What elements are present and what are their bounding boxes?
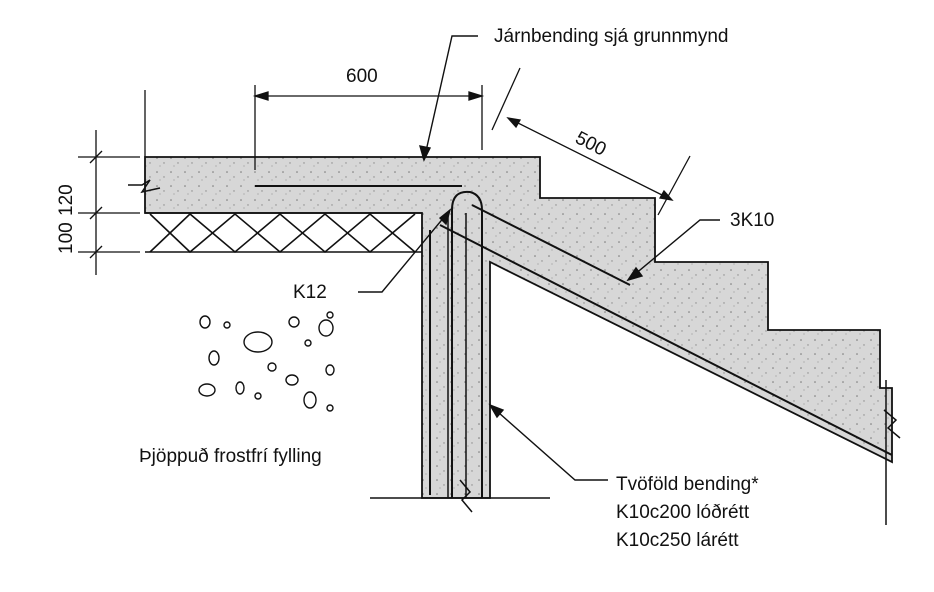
dim-500-label: 500 xyxy=(572,128,610,161)
label-fill: Þjöppuð frostfrí fylling xyxy=(139,446,322,467)
label-3k10: 3K10 xyxy=(730,210,774,231)
label-double-2: K10c200 lóðrétt xyxy=(616,502,750,523)
k12-bar xyxy=(451,190,483,498)
break-symbols xyxy=(128,179,901,525)
rebar xyxy=(255,185,893,498)
dimension-500 xyxy=(491,67,691,216)
concrete-section xyxy=(144,156,893,499)
dimension-vertical xyxy=(78,130,140,275)
gravel-symbols xyxy=(198,311,335,412)
dimension-600 xyxy=(144,85,485,170)
leader-double xyxy=(488,403,608,481)
leader-k12 xyxy=(358,208,452,293)
label-double-1: Tvöföld bending* xyxy=(616,474,759,495)
slab-insulation xyxy=(145,212,422,254)
stair-rebar xyxy=(471,204,631,286)
leader-rebar-note xyxy=(419,35,478,162)
dim-100-label: 100 xyxy=(56,222,77,254)
dim-120-label: 120 xyxy=(56,184,77,216)
label-rebar-note: Járnbending sjá grunnmynd xyxy=(494,26,729,47)
dim-600-label: 600 xyxy=(346,66,378,87)
leader-3k10 xyxy=(626,219,720,282)
label-double-3: K10c250 lárétt xyxy=(616,530,739,551)
wall-cavity xyxy=(447,213,467,498)
stair-bottom-rebar xyxy=(439,224,893,456)
label-k12: K12 xyxy=(293,282,327,303)
floor-slab xyxy=(144,156,893,499)
